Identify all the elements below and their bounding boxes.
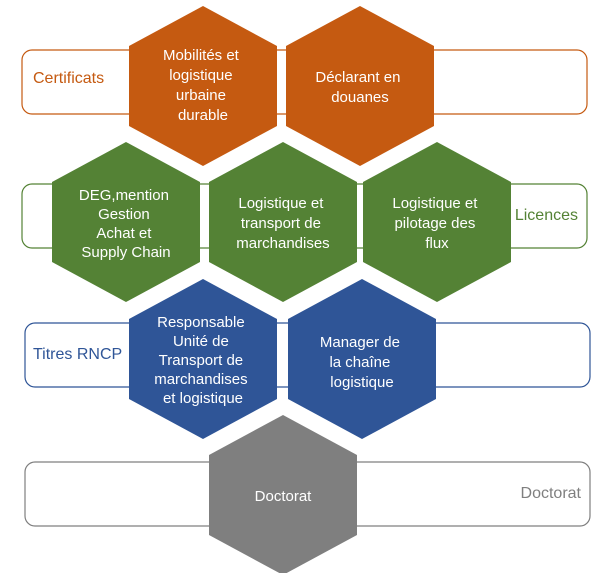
hexagon-mobilites-label: Mobilités et logistique urbaine durable: [163, 47, 243, 124]
hexagon-manager-label: Manager de la chaîne logistique: [320, 334, 404, 391]
hexagon-declarant-label: Déclarant en douanes: [315, 69, 404, 106]
hexagon-doctorat-label: Doctorat: [255, 488, 313, 505]
hexagon-logistique-pilotage: [363, 142, 511, 302]
hexagon-logistique-transport: [209, 142, 357, 302]
hexagon-mobilites: [129, 6, 277, 166]
band-label-certificats: Certificats: [33, 70, 104, 87]
hexagon-logistique-transport-label: Logistique et transport de marchandises: [236, 195, 329, 252]
hexagon-doctorat: [209, 415, 357, 573]
hexagon-deg-label: DEG,mention Gestion Achat et Supply Chai…: [79, 187, 173, 261]
band-label-doctorat: Doctorat: [521, 485, 582, 502]
band-label-licences: Licences: [515, 207, 578, 224]
hexagon-manager: [288, 279, 436, 439]
hexagon-logistique-pilotage-label: Logistique et pilotage des flux: [392, 195, 481, 252]
hexagon-responsable-label: Responsable Unité de Transport de marcha…: [154, 314, 252, 407]
hexagon-responsable: [129, 279, 277, 439]
band-label-titres-rncp: Titres RNCP: [33, 346, 122, 363]
hexagon-deg: [52, 142, 200, 302]
hexagon-declarant: [286, 6, 434, 166]
